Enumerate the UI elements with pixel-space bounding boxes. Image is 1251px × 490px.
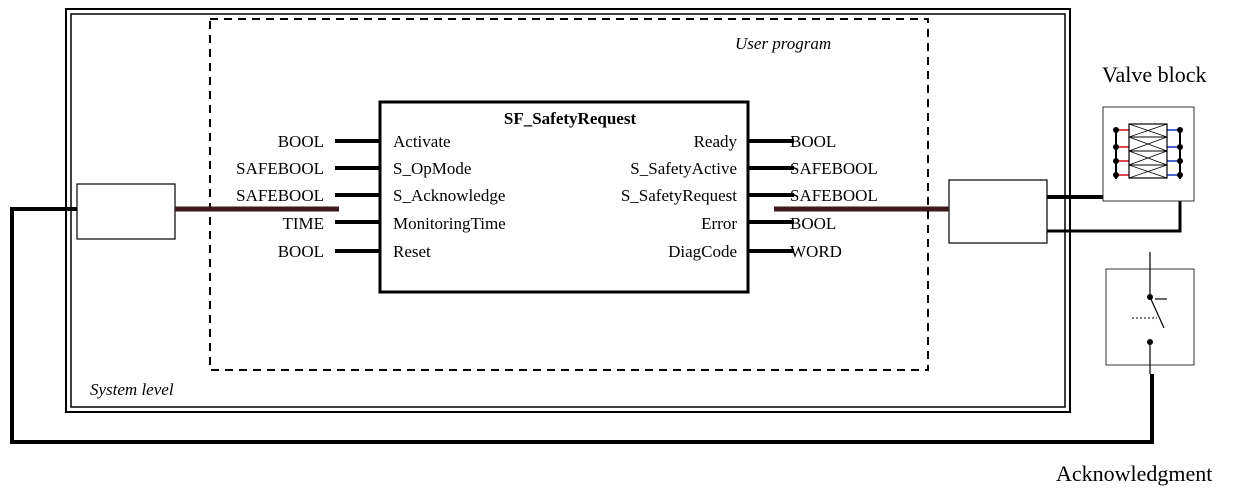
output-type-label: SAFEBOOL	[790, 159, 878, 178]
system-level-label: System level	[90, 380, 174, 399]
acknowledgment-switch-icon	[1105, 252, 1195, 374]
output-type-label: SAFEBOOL	[790, 186, 878, 205]
output-module	[948, 179, 1048, 244]
function-block	[378, 100, 750, 294]
input-name: S_OpMode	[393, 159, 471, 178]
output-name: S_SafetyRequest	[621, 186, 737, 205]
user-program-frame	[209, 18, 929, 371]
output-name: Ready	[694, 132, 738, 151]
input-type-label: SAFEBOOL	[236, 159, 324, 178]
valve-block-label: Valve block	[1102, 62, 1206, 87]
output-name: DiagCode	[668, 242, 737, 261]
input-type-label: SAFEBOOL	[236, 186, 324, 205]
user-program-label: User program	[735, 34, 831, 53]
output-type-label: BOOL	[790, 214, 836, 233]
output-name: S_SafetyActive	[630, 159, 737, 178]
valve-block-icon	[1102, 106, 1195, 202]
output-type-label: BOOL	[790, 132, 836, 151]
input-name: Reset	[393, 242, 431, 261]
input-module	[76, 183, 176, 240]
output-pins	[748, 139, 794, 253]
input-name: MonitoringTime	[393, 214, 506, 233]
input-type-label: BOOL	[278, 132, 324, 151]
output-name: Error	[701, 214, 737, 233]
input-type-label: BOOL	[278, 242, 324, 261]
input-pins	[335, 139, 380, 253]
output-type-label: WORD	[790, 242, 842, 261]
input-name: Activate	[393, 132, 451, 151]
function-block-title: SF_SafetyRequest	[504, 109, 637, 128]
input-type-label: TIME	[282, 214, 324, 233]
acknowledgment-loop-wire	[10, 207, 1154, 444]
acknowledgment-label: Acknowledgment	[1056, 461, 1212, 486]
input-name: S_Acknowledge	[393, 186, 505, 205]
